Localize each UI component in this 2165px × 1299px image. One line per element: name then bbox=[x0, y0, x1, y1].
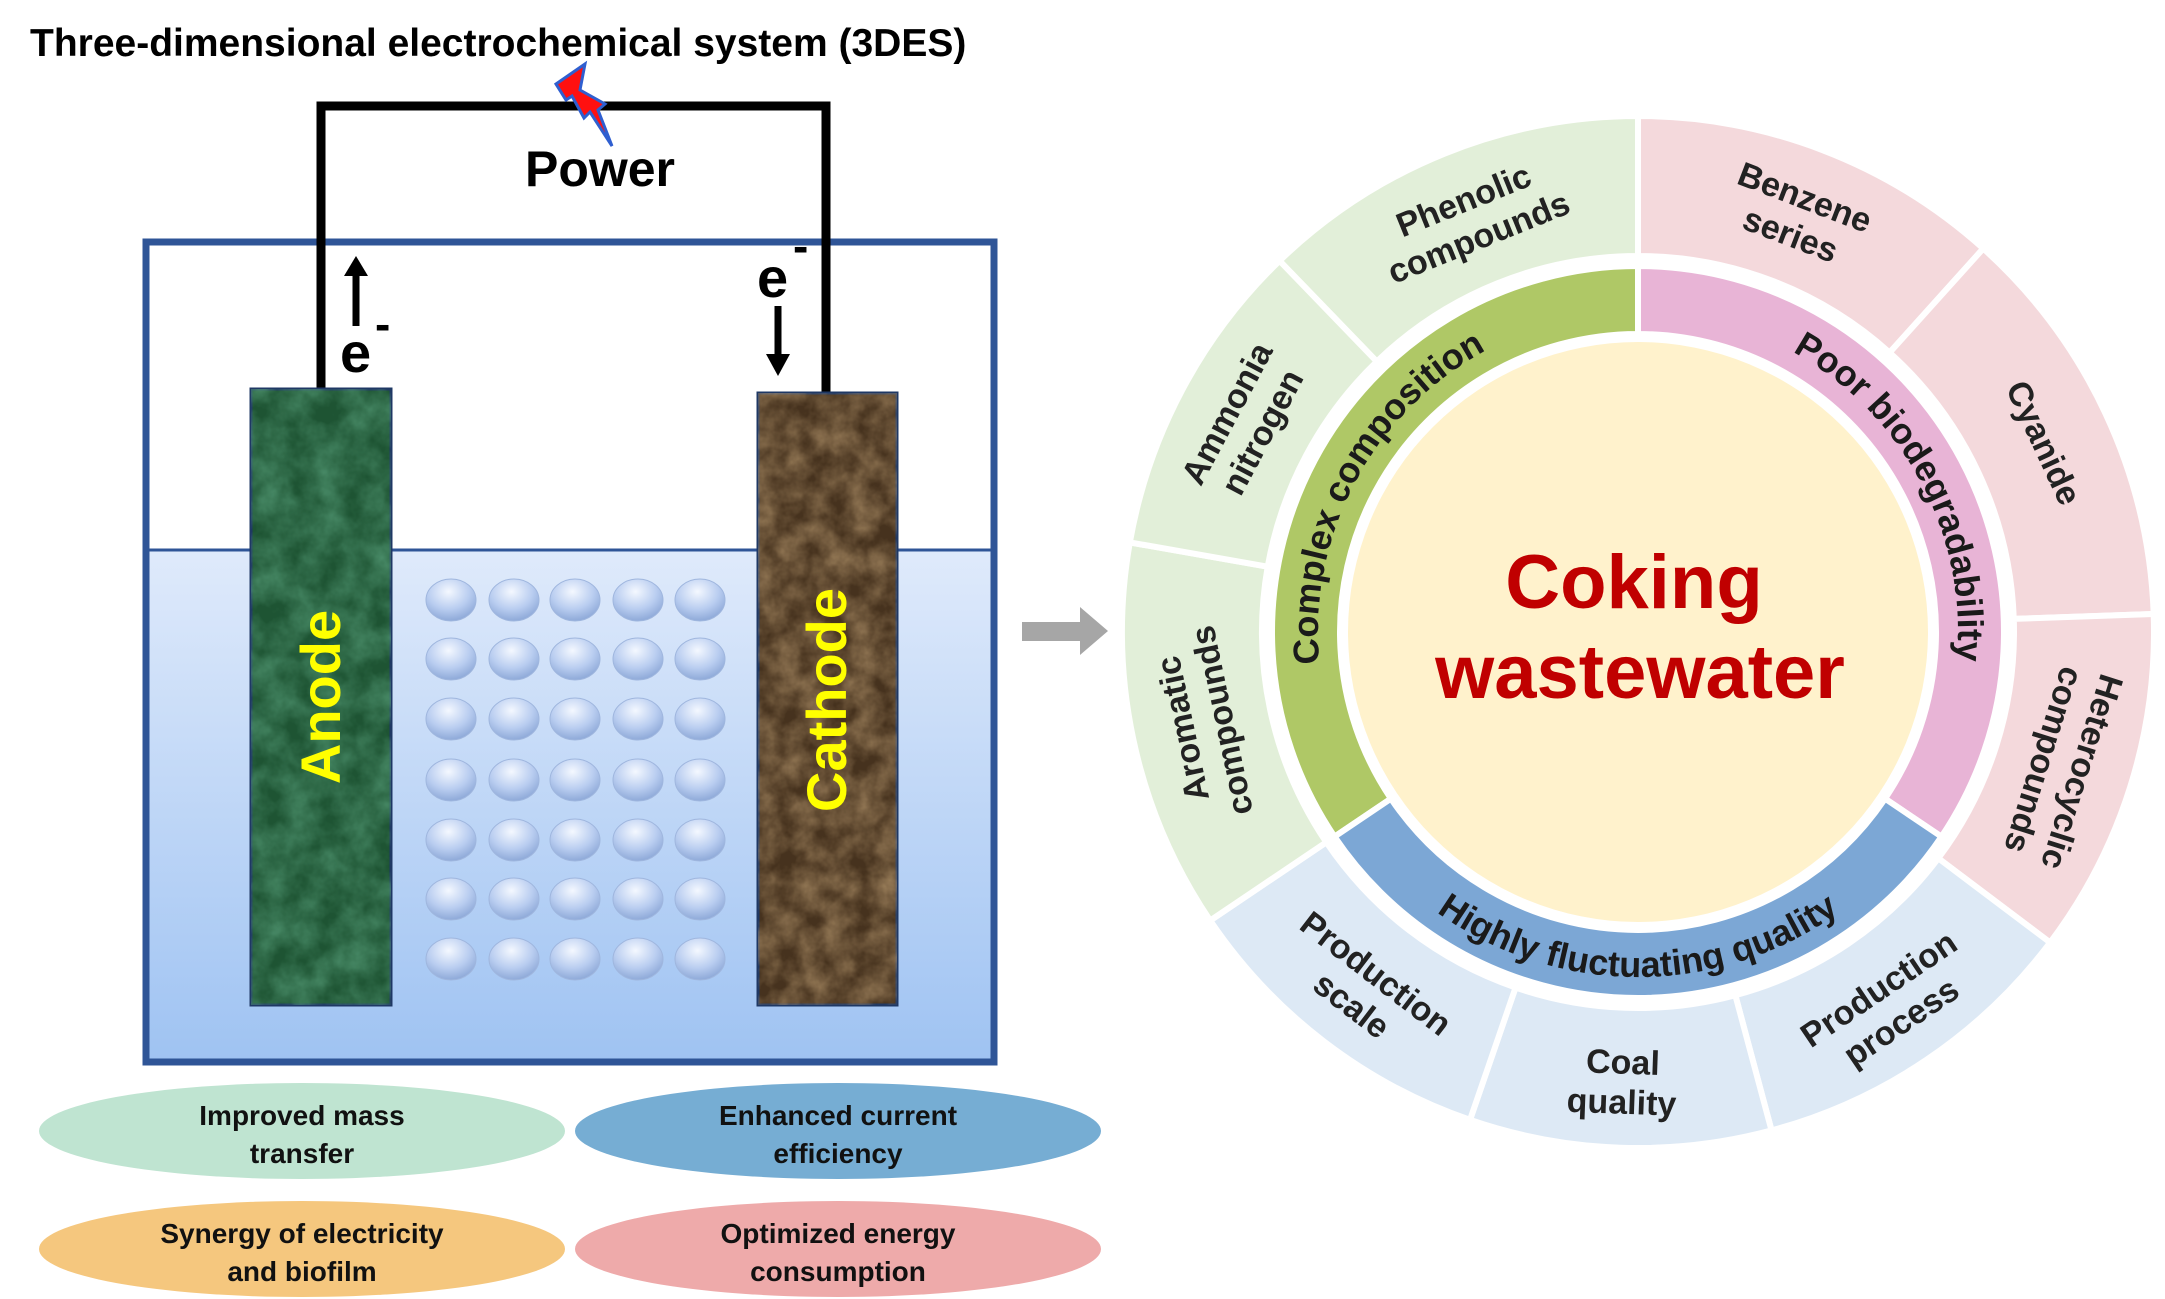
benefit-ellipse: Optimized energy consumption bbox=[575, 1201, 1101, 1297]
particle-bead bbox=[488, 818, 540, 862]
particle-bead bbox=[674, 758, 726, 802]
particle-bead bbox=[674, 578, 726, 622]
svg-text:e: e bbox=[757, 246, 788, 309]
benefit-text: and biofilm bbox=[227, 1256, 376, 1287]
center-label-line2: wastewater bbox=[1434, 630, 1845, 715]
benefit-ellipse: Improved mass transfer bbox=[39, 1083, 565, 1179]
particle-bead bbox=[425, 697, 477, 741]
particle-electrodes bbox=[425, 578, 726, 981]
anode-electron-flow: e - bbox=[340, 256, 390, 384]
arrow-up-icon bbox=[344, 256, 368, 276]
segment-label-line1: Coal bbox=[1585, 1042, 1660, 1083]
benefit-text: Synergy of electricity bbox=[160, 1218, 444, 1249]
particle-bead bbox=[425, 818, 477, 862]
coking-wastewater-wheel: Coking wastewater Complex composition Po… bbox=[1119, 112, 2158, 1151]
circuit-wire bbox=[316, 101, 831, 393]
arrow-down-icon bbox=[766, 354, 790, 376]
particle-bead bbox=[612, 637, 664, 681]
cathode: Cathode bbox=[756, 391, 899, 1007]
particle-bead bbox=[549, 818, 601, 862]
inner-ring-segment bbox=[1635, 262, 2007, 841]
particle-bead bbox=[488, 637, 540, 681]
particle-bead bbox=[612, 758, 664, 802]
cathode-label: Cathode bbox=[795, 588, 858, 812]
particle-bead bbox=[549, 578, 601, 622]
benefit-text: consumption bbox=[750, 1256, 926, 1287]
cathode-electron-flow: e - bbox=[757, 220, 808, 376]
particle-bead bbox=[612, 578, 664, 622]
particle-bead bbox=[488, 578, 540, 622]
inner-ring-segment bbox=[1269, 262, 1641, 841]
benefit-text: Improved mass bbox=[199, 1100, 404, 1131]
particle-bead bbox=[488, 937, 540, 981]
particle-bead bbox=[674, 877, 726, 921]
center-label-line1: Coking bbox=[1505, 540, 1763, 625]
right-arrow-icon bbox=[1022, 607, 1108, 655]
svg-text:-: - bbox=[375, 298, 390, 350]
center-circle bbox=[1348, 342, 1928, 922]
particle-bead bbox=[425, 637, 477, 681]
benefit-text: Optimized energy bbox=[721, 1218, 956, 1249]
benefit-text: transfer bbox=[250, 1138, 354, 1169]
inner-ring-segment bbox=[1330, 794, 1946, 1001]
particle-bead bbox=[549, 697, 601, 741]
svg-text:-: - bbox=[793, 220, 808, 272]
figure-title: Three-dimensional electrochemical system… bbox=[30, 22, 966, 65]
particle-bead bbox=[549, 937, 601, 981]
segment-label-line2: quality bbox=[1566, 1082, 1677, 1124]
outer-segment bbox=[1126, 256, 1382, 571]
benefit-ellipse: Enhanced current efficiency bbox=[575, 1083, 1101, 1179]
particle-bead bbox=[612, 877, 664, 921]
particle-bead bbox=[612, 818, 664, 862]
anode: Anode bbox=[249, 387, 393, 1007]
particle-bead bbox=[425, 578, 477, 622]
tank bbox=[142, 238, 998, 1066]
particle-bead bbox=[425, 937, 477, 981]
particle-bead bbox=[549, 637, 601, 681]
benefit-ellipse: Synergy of electricity and biofilm bbox=[39, 1201, 565, 1297]
benefit-text: Enhanced current bbox=[719, 1100, 957, 1131]
particle-bead bbox=[425, 877, 477, 921]
particle-bead bbox=[674, 697, 726, 741]
anode-label: Anode bbox=[289, 610, 352, 784]
svg-text:e: e bbox=[340, 321, 371, 384]
particle-bead bbox=[674, 818, 726, 862]
particle-bead bbox=[612, 937, 664, 981]
particle-bead bbox=[425, 758, 477, 802]
lightning-bolt-icon bbox=[553, 60, 614, 147]
particle-bead bbox=[549, 758, 601, 802]
benefit-text: efficiency bbox=[773, 1138, 903, 1169]
benefit-ellipses: Improved mass transfer Enhanced current eff… bbox=[39, 1083, 1101, 1297]
particle-bead bbox=[674, 637, 726, 681]
particle-bead bbox=[488, 758, 540, 802]
power-label: Power bbox=[525, 141, 675, 197]
particle-bead bbox=[549, 877, 601, 921]
particle-bead bbox=[612, 697, 664, 741]
particle-bead bbox=[488, 877, 540, 921]
particle-bead bbox=[488, 697, 540, 741]
particle-bead bbox=[674, 937, 726, 981]
